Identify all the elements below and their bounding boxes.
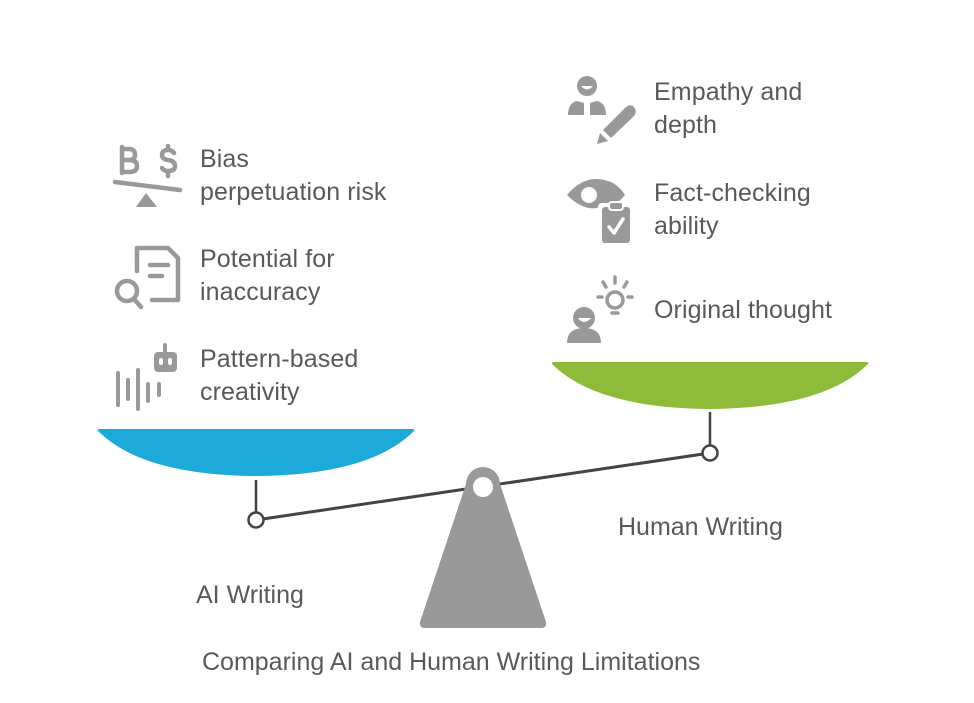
eye-clipboard-check-icon bbox=[567, 179, 632, 245]
item-label-pattern-based-creativity: Pattern-based creativity bbox=[200, 345, 359, 406]
ai-writing-pan bbox=[97, 429, 415, 476]
ai-writing-label: AI Writing bbox=[196, 581, 304, 609]
item-label-empathy-and-depth: Empathy and depth bbox=[654, 78, 803, 139]
bias-scale-currency-icon bbox=[112, 143, 183, 207]
scale-fulcrum bbox=[419, 467, 547, 628]
ai-beam-joint bbox=[247, 511, 265, 529]
item-label-original-thought: Original thought bbox=[654, 296, 833, 324]
item-label-fact-checking-ability: Fact-checking ability bbox=[654, 179, 811, 240]
item-label-potential-for-inaccuracy: Potential for inaccuracy bbox=[200, 245, 335, 306]
human-writing-pan bbox=[551, 362, 869, 409]
person-lightbulb-icon bbox=[567, 275, 634, 343]
fulcrum-pivot bbox=[473, 477, 493, 497]
document-search-icon bbox=[114, 245, 181, 310]
human-writing-label: Human Writing bbox=[618, 513, 783, 541]
diagram-title: Comparing AI and Human Writing Limitatio… bbox=[202, 648, 701, 676]
item-label-bias-perpetuation-risk: Bias perpetuation risk bbox=[200, 145, 387, 206]
robot-sound-wave-icon bbox=[116, 343, 177, 411]
person-pencil-icon bbox=[568, 76, 636, 144]
human-beam-joint bbox=[701, 444, 719, 462]
